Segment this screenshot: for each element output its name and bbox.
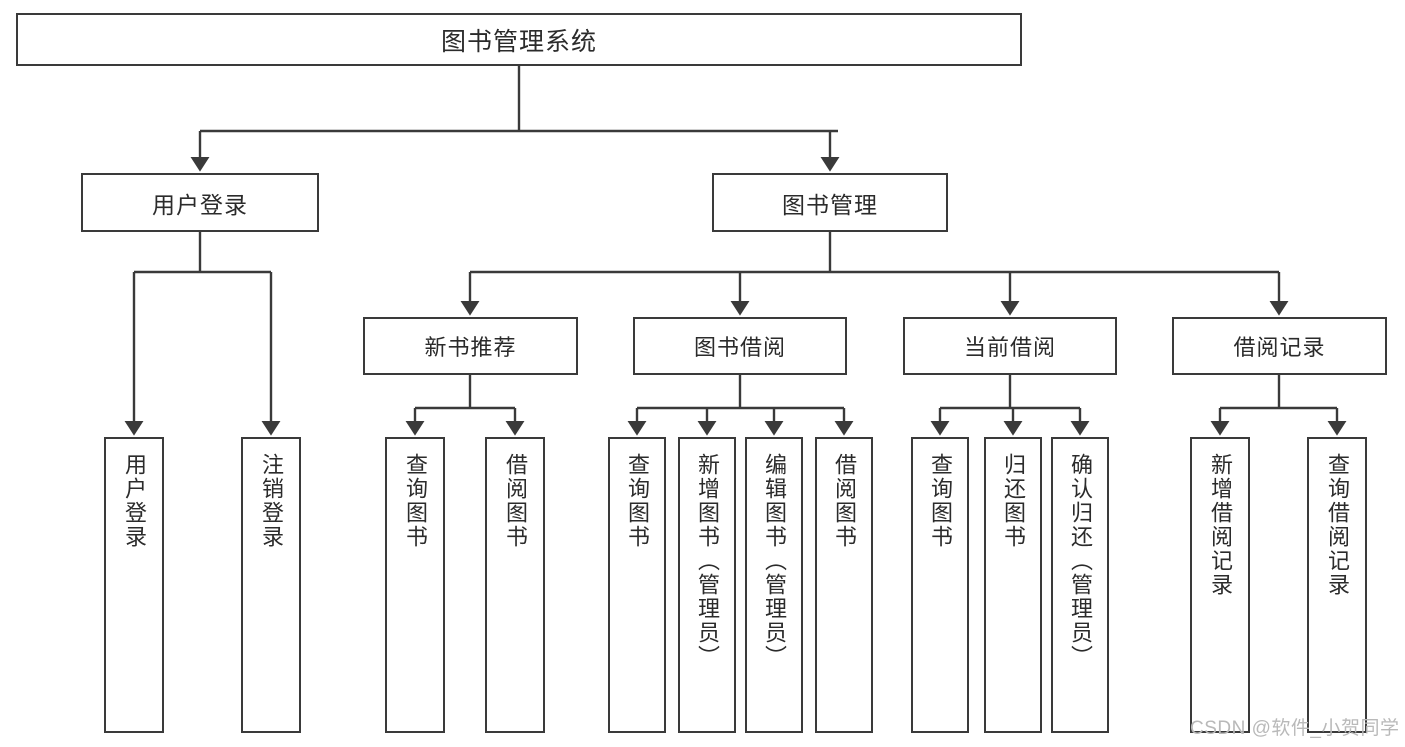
leaf-borrow-book-recommend[interactable]: 借阅图书 bbox=[485, 437, 545, 733]
leaf-label: 借阅图书 bbox=[832, 453, 857, 549]
node-label: 图书管理系统 bbox=[440, 27, 597, 56]
node-label: 借阅记录 bbox=[1233, 335, 1326, 360]
csdn-watermark: CSDN @软件_小贺同学 bbox=[1190, 718, 1400, 739]
node-user-login[interactable]: 用户登录 bbox=[81, 173, 319, 232]
leaf-label: 新增借阅记录 bbox=[1208, 453, 1233, 597]
node-root[interactable]: 图书管理系统 bbox=[16, 13, 1022, 66]
leaf-label: 借阅图书 bbox=[503, 453, 528, 549]
leaf-label: 归还图书 bbox=[1001, 453, 1026, 549]
leaf-query-borrow-record[interactable]: 查询借阅记录 bbox=[1307, 437, 1367, 733]
leaf-edit-book-admin[interactable]: 编辑图书（管理员） bbox=[745, 437, 803, 733]
leaf-label: 编辑图书（管理员） bbox=[762, 453, 787, 669]
node-book-borrow[interactable]: 图书借阅 bbox=[633, 317, 847, 375]
leaf-label: 确认归还（管理员） bbox=[1068, 453, 1093, 669]
leaf-label: 注销登录 bbox=[259, 453, 284, 549]
node-label: 图书借阅 bbox=[693, 335, 786, 360]
node-current-borrow[interactable]: 当前借阅 bbox=[903, 317, 1117, 375]
leaf-query-book-borrow[interactable]: 查询图书 bbox=[608, 437, 666, 733]
node-label: 新书推荐 bbox=[424, 335, 517, 360]
leaf-label: 查询图书 bbox=[625, 453, 650, 549]
leaf-label: 新增图书（管理员） bbox=[695, 453, 720, 669]
leaf-add-book-admin[interactable]: 新增图书（管理员） bbox=[678, 437, 736, 733]
leaf-return-book[interactable]: 归还图书 bbox=[984, 437, 1042, 733]
leaf-logout[interactable]: 注销登录 bbox=[241, 437, 301, 733]
leaf-borrow-book[interactable]: 借阅图书 bbox=[815, 437, 873, 733]
leaf-label: 查询借阅记录 bbox=[1325, 453, 1350, 597]
leaf-query-book-current[interactable]: 查询图书 bbox=[911, 437, 969, 733]
node-borrow-record[interactable]: 借阅记录 bbox=[1172, 317, 1387, 375]
node-new-book-recommend[interactable]: 新书推荐 bbox=[363, 317, 578, 375]
leaf-add-borrow-record[interactable]: 新增借阅记录 bbox=[1190, 437, 1250, 733]
leaf-label: 用户登录 bbox=[122, 453, 147, 549]
node-book-management[interactable]: 图书管理 bbox=[712, 173, 948, 232]
leaf-confirm-return-admin[interactable]: 确认归还（管理员） bbox=[1051, 437, 1109, 733]
leaf-user-login[interactable]: 用户登录 bbox=[104, 437, 164, 733]
leaf-query-book-recommend[interactable]: 查询图书 bbox=[385, 437, 445, 733]
node-label: 用户登录 bbox=[152, 191, 248, 218]
node-label: 图书管理 bbox=[782, 191, 878, 218]
leaf-label: 查询图书 bbox=[403, 453, 428, 549]
leaf-label: 查询图书 bbox=[928, 453, 953, 549]
node-label: 当前借阅 bbox=[963, 335, 1056, 360]
